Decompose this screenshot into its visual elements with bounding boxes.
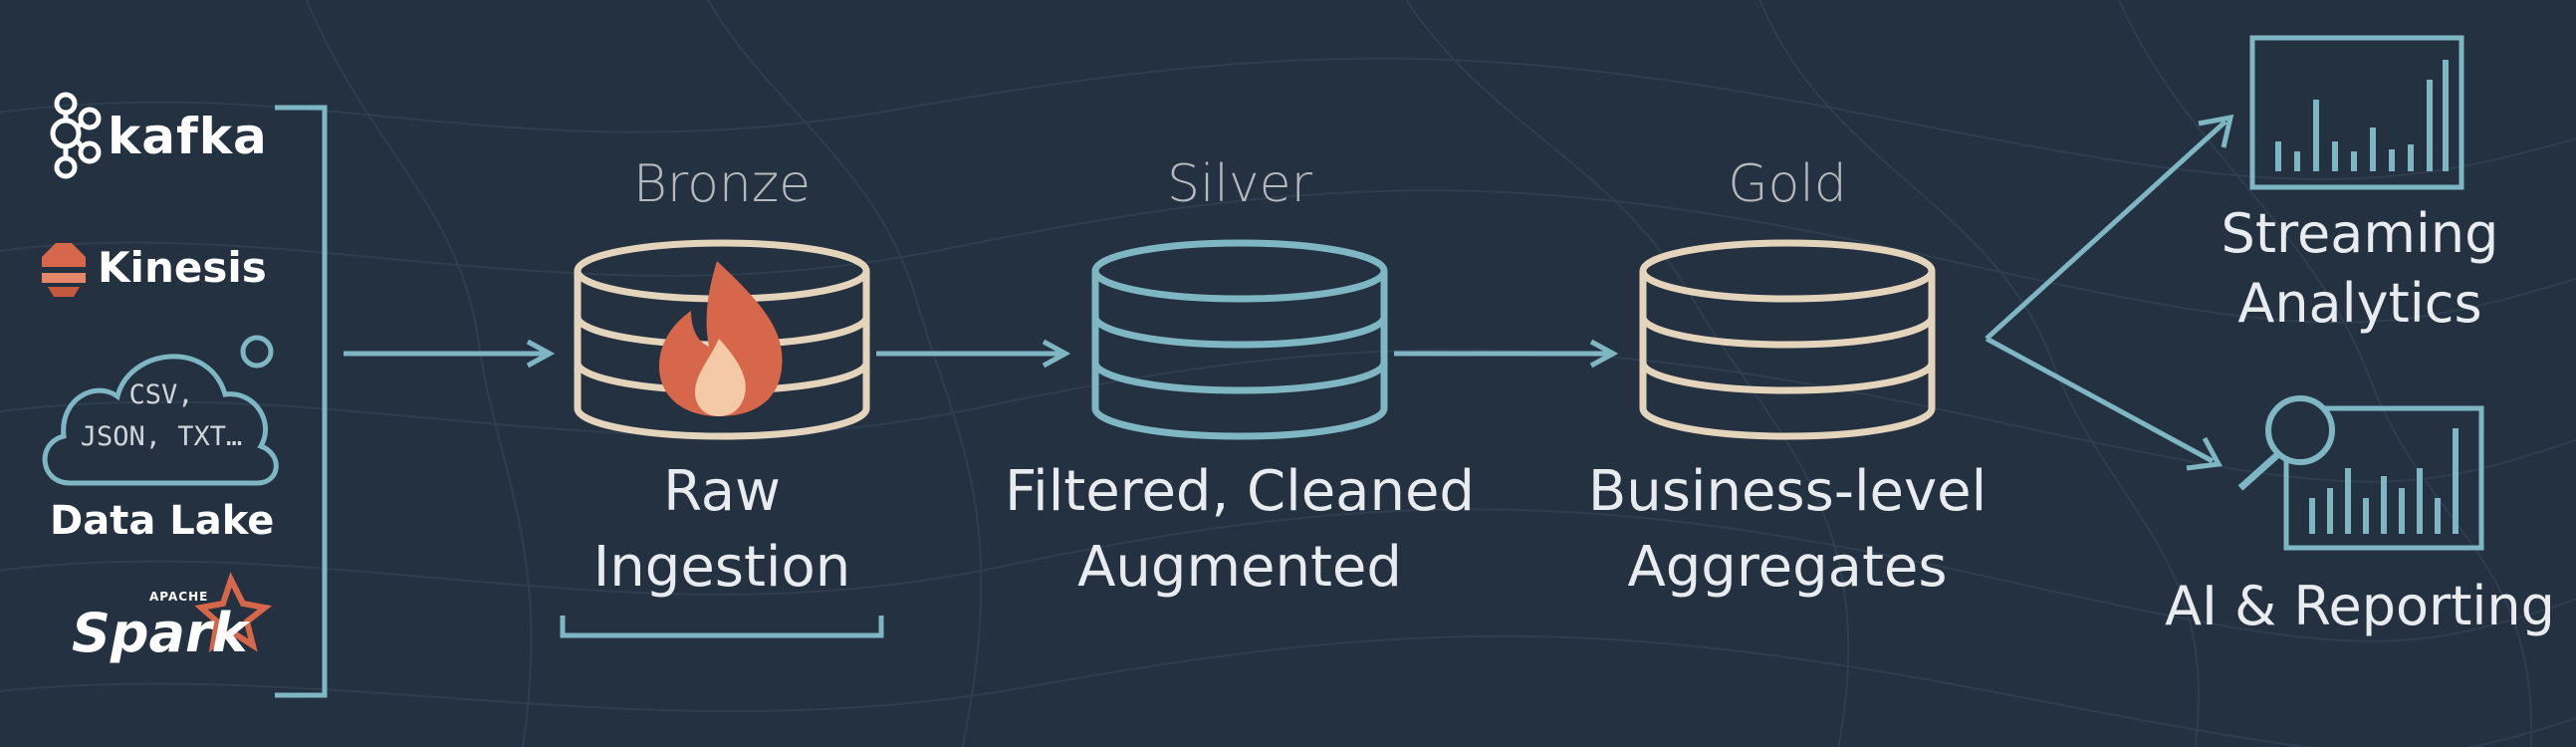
kafka-logo-icon xyxy=(50,92,102,179)
bronze-desc-line-1: Raw xyxy=(663,459,781,524)
ai-reporting-label: AI & Reporting xyxy=(2165,575,2555,637)
bronze-description: Raw Ingestion xyxy=(523,454,921,606)
sources-bracket xyxy=(275,105,328,698)
flame-icon xyxy=(659,261,783,416)
cloud-file-types: CSV, JSON, TXT… xyxy=(62,374,261,458)
data-lake-label: Data Lake xyxy=(50,498,275,544)
spark-apache-label: APACHE xyxy=(149,590,209,604)
streaming-analytics-label: Streaming Analytics xyxy=(2191,199,2529,339)
kinesis-label: Kinesis xyxy=(98,243,267,292)
bronze-tier-label: Bronze xyxy=(632,154,812,214)
cloud-icon xyxy=(42,335,279,486)
gold-desc-line-1: Business-level xyxy=(1587,459,1988,524)
streaming-line-2: Analytics xyxy=(2237,272,2482,335)
silver-desc-line-2: Augmented xyxy=(1077,535,1402,600)
arrow-sources-to-bronze xyxy=(344,339,556,369)
magnifier-chart-icon xyxy=(2237,395,2484,551)
silver-desc-line-1: Filtered, Cleaned xyxy=(1005,459,1475,524)
silver-cylinder xyxy=(1091,239,1388,440)
spark-logo-icon xyxy=(194,572,273,653)
cloud-line-1: CSV, xyxy=(128,379,194,410)
bronze-underline xyxy=(560,616,884,638)
kafka-label: kafka xyxy=(108,108,268,165)
kinesis-logo-icon xyxy=(42,243,86,297)
arrow-bronze-to-silver xyxy=(876,339,1071,369)
cloud-line-2: JSON, TXT… xyxy=(80,421,243,452)
gold-cylinder xyxy=(1639,239,1936,440)
silver-description: Filtered, Cleaned Augmented xyxy=(1001,454,1479,606)
bronze-desc-line-2: Ingestion xyxy=(592,535,851,600)
spark-label: Spark xyxy=(72,602,248,664)
silver-tier-label: Silver xyxy=(1166,154,1313,214)
streaming-line-1: Streaming xyxy=(2221,202,2499,265)
gold-description: Business-level Aggregates xyxy=(1568,454,2006,606)
gold-desc-line-2: Aggregates xyxy=(1627,535,1948,600)
gold-tier-label: Gold xyxy=(1728,154,1847,214)
bar-chart-icon xyxy=(2249,35,2464,190)
arrow-gold-to-outputs xyxy=(1985,114,2234,471)
arrow-silver-to-gold xyxy=(1394,339,1619,369)
